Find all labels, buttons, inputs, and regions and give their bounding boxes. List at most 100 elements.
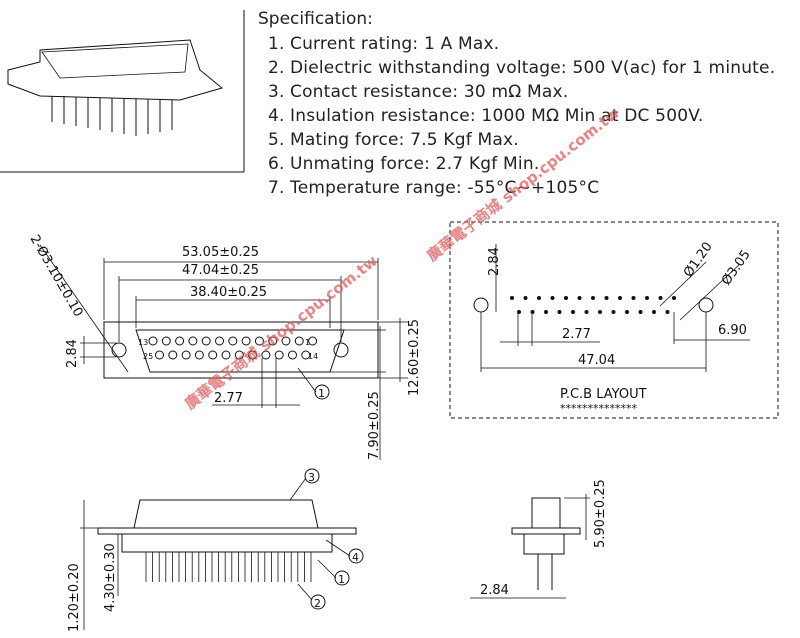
- pin-label-1: 1: [305, 338, 310, 347]
- pcb-hole: [510, 296, 514, 300]
- pcb-hole: [652, 310, 656, 314]
- pcb-pin-holes: [510, 296, 676, 314]
- side-shell: [133, 499, 319, 529]
- dim-overall-width: 53.05±0.25: [182, 245, 259, 260]
- end-flange: [511, 527, 581, 535]
- callout-2: 2: [314, 597, 321, 610]
- callout-4: 4: [352, 551, 359, 564]
- pcb-hole: [557, 310, 562, 314]
- contact-pin: [294, 336, 304, 346]
- pcb-hole: [598, 310, 602, 314]
- side-view: 1.20±0.20 4.30±0.30 3 4 1 2: [67, 468, 364, 632]
- contact-pins: [148, 336, 318, 360]
- pcb-layout-label: P.C.B LAYOUT: [560, 387, 647, 402]
- pin-label-14: 14: [308, 352, 318, 361]
- pcb-hole: [544, 310, 548, 314]
- pcb-hole: [625, 310, 629, 314]
- specification-block: Specification: 1.Current rating: 1 A Max…: [258, 8, 775, 200]
- dim-end-pitch: 2.84: [480, 583, 509, 598]
- connector-photo-pins: [51, 96, 173, 136]
- pcb-mount-hole-left: [473, 297, 489, 313]
- spec-item-number: 5.: [268, 130, 285, 150]
- side-insulator: [121, 533, 333, 553]
- contact-pin: [201, 336, 211, 346]
- side-flange: [97, 527, 357, 535]
- dim-tail: 4.30±0.30: [103, 543, 118, 612]
- spec-item: 6.Unmating force: 2.7 Kgf Min.: [268, 152, 775, 176]
- contact-pin: [221, 350, 231, 360]
- end-view: 5.90±0.25 2.84: [470, 479, 608, 599]
- pcb-hole: [645, 296, 649, 300]
- contact-pin: [268, 336, 278, 346]
- contact-pin: [155, 350, 164, 360]
- dim-pcb-pitch: 2.77: [562, 327, 591, 342]
- pin-label-25: 25: [143, 352, 153, 361]
- contact-pin: [248, 350, 258, 360]
- spec-title: Specification:: [258, 9, 373, 29]
- pin-label-13: 13: [138, 338, 148, 347]
- dim-pitch: 2.77: [214, 391, 243, 406]
- spec-item-text: Insulation resistance: 1000 MΩ Min at DC…: [290, 106, 704, 126]
- dim-end-height: 5.90±0.25: [593, 479, 608, 548]
- contact-pin: [274, 350, 284, 360]
- dim-left-height: 2.84: [65, 339, 80, 368]
- spec-item: 3.Contact resistance: 30 mΩ Max.: [268, 80, 775, 104]
- contact-pin: [228, 336, 238, 346]
- contact-pin: [301, 350, 311, 360]
- spec-item: 4.Insulation resistance: 1000 MΩ Min at …: [268, 104, 775, 128]
- callout-1: 1: [318, 387, 325, 400]
- pcb-hole: [571, 310, 575, 314]
- pcb-hole: [618, 296, 622, 300]
- contact-pin: [288, 350, 297, 360]
- pcb-hole: [638, 310, 643, 314]
- contact-pin: [254, 336, 264, 346]
- pcb-hole: [537, 296, 541, 300]
- spec-item-text: Current rating: 1 A Max.: [290, 34, 500, 54]
- contact-pin: [175, 336, 185, 346]
- dim-hole-callout: 2-Ø3.10±0.10: [27, 233, 86, 320]
- dim-total-height: 1.20±0.20: [67, 563, 82, 632]
- spec-item-number: 2.: [268, 58, 285, 78]
- pcb-hole: [611, 310, 616, 314]
- end-shell: [531, 497, 561, 529]
- pcb-hole: [591, 296, 595, 300]
- spec-item: 5.Mating force: 7.5 Kgf Max.: [268, 128, 775, 152]
- dim-total: 47.04: [578, 353, 615, 368]
- connector-photo: [0, 10, 245, 173]
- dim-row-offset: 2.84: [487, 247, 502, 276]
- spec-item: 2.Dielectric withstanding voltage: 500 V…: [268, 56, 775, 80]
- callout-1-circle: [314, 384, 330, 400]
- spec-list: 1.Current rating: 1 A Max. 2.Dielectric …: [268, 32, 775, 200]
- callout-1-side: 1: [338, 573, 345, 586]
- pcb-hole: [550, 296, 555, 300]
- contact-pin: [208, 350, 218, 360]
- contact-pin: [181, 350, 191, 360]
- dim-hole-spacing: 47.04±0.25: [182, 263, 259, 278]
- dim-body-height: 7.90±0.25: [367, 391, 382, 460]
- contact-pin: [194, 350, 204, 360]
- callout-3: 3: [308, 471, 315, 484]
- flange-outline: [103, 321, 379, 379]
- pcb-hole: [658, 296, 663, 300]
- pcb-layout-frame: [449, 221, 779, 419]
- pcb-hole: [564, 296, 568, 300]
- spec-item-number: 6.: [268, 154, 285, 174]
- spec-item-text: Unmating force: 2.7 Kgf Min.: [290, 154, 540, 174]
- pcb-layout-stars: **************: [560, 402, 638, 415]
- spec-item-number: 4.: [268, 106, 285, 126]
- contact-pin: [241, 336, 251, 346]
- pcb-hole: [665, 310, 670, 314]
- spec-item: 7.Temperature range: -55°C~+105°C: [268, 176, 775, 200]
- pcb-hole: [672, 296, 676, 300]
- dim-edge: 6.90: [718, 323, 747, 338]
- dim-flange-height: 12.60±0.25: [407, 319, 422, 396]
- contact-pin: [148, 336, 158, 346]
- dim-mount-dia: Ø3.05: [719, 248, 754, 289]
- contact-pin: [215, 336, 224, 346]
- spec-item: 1.Current rating: 1 A Max.: [268, 32, 775, 56]
- contact-pin: [261, 350, 271, 360]
- spec-item-number: 1.: [268, 34, 285, 54]
- pcb-hole: [523, 296, 528, 300]
- spec-item-number: 7.: [268, 178, 285, 198]
- mount-hole-right: [333, 342, 349, 358]
